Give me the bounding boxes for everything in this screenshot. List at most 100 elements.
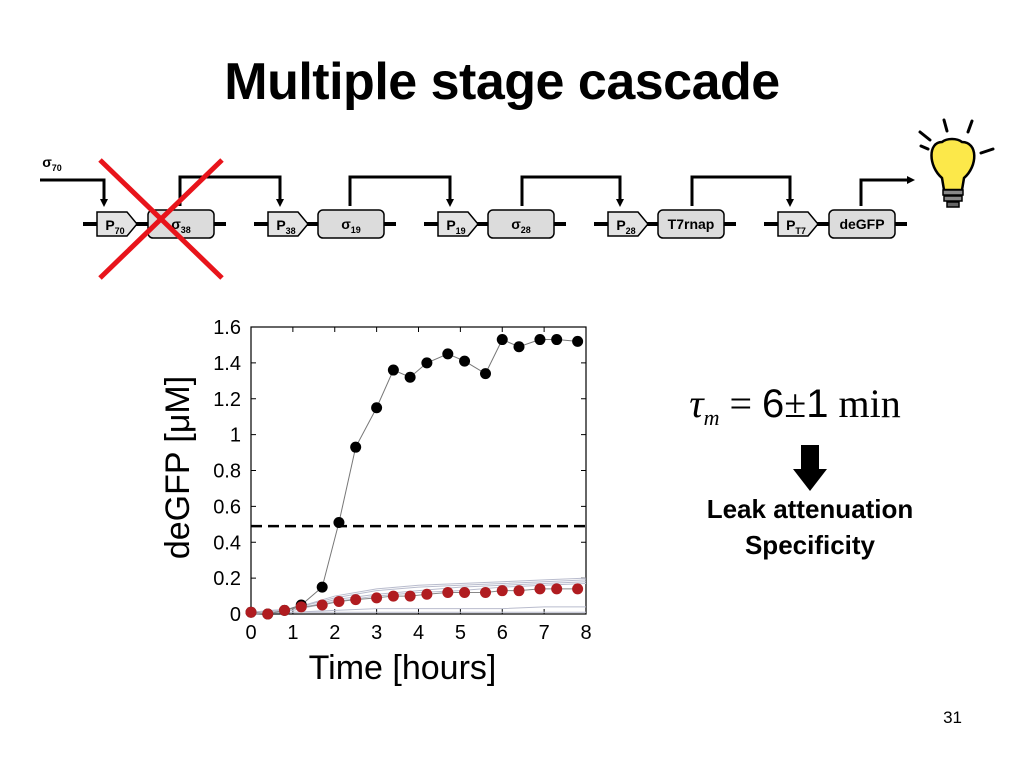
y-tick-label: 0 bbox=[230, 604, 241, 626]
data-point bbox=[404, 371, 416, 383]
data-point bbox=[551, 583, 563, 595]
output-arrow bbox=[859, 176, 915, 206]
x-tick-label: 1 bbox=[287, 622, 298, 644]
promoter-label: P38 bbox=[276, 217, 295, 236]
y-tick-label: 1.6 bbox=[213, 317, 241, 339]
data-point bbox=[245, 606, 257, 618]
x-tick-label: 3 bbox=[371, 622, 382, 644]
specificity-label: Specificity bbox=[744, 530, 876, 560]
activation-arrow bbox=[348, 175, 454, 207]
data-point bbox=[295, 601, 307, 613]
gene-label: σ38 bbox=[171, 216, 191, 235]
data-point bbox=[459, 355, 471, 367]
promoter-label: P28 bbox=[616, 217, 635, 236]
promoter-label: P19 bbox=[446, 217, 465, 236]
background-trace-line bbox=[250, 577, 587, 613]
background-trace-line bbox=[250, 611, 586, 615]
data-point bbox=[262, 608, 274, 620]
data-point bbox=[316, 581, 328, 593]
data-point bbox=[333, 517, 345, 529]
background-trace-line bbox=[250, 579, 587, 613]
background-trace-line bbox=[250, 606, 586, 615]
tau-symbol: τ bbox=[689, 381, 704, 426]
data-point bbox=[371, 592, 383, 604]
bulb-base bbox=[942, 189, 964, 196]
y-tick-label: 1.4 bbox=[213, 353, 241, 375]
input-arrow bbox=[40, 178, 108, 207]
gene-label: σ19 bbox=[341, 216, 361, 235]
lightbulb-icon bbox=[918, 118, 995, 208]
x-tick-label: 2 bbox=[329, 622, 340, 644]
y-tick-label: 0.6 bbox=[213, 496, 241, 518]
time-constant-error: 1 bbox=[806, 382, 829, 426]
time-constant-equation: τm = 6±1 min bbox=[620, 380, 970, 431]
bulb-base bbox=[943, 195, 963, 202]
input-sigma-label: σ70 bbox=[42, 154, 62, 173]
data-point bbox=[572, 335, 584, 347]
gene-label: deGFP bbox=[839, 216, 884, 232]
activation-arrow bbox=[520, 175, 624, 207]
data-point bbox=[387, 364, 399, 376]
plus-minus-sign: ± bbox=[784, 381, 807, 426]
leak-attenuation-label: Leak attenuation bbox=[706, 494, 914, 524]
down-arrow-icon bbox=[793, 445, 827, 491]
promoter-part bbox=[96, 211, 138, 237]
data-point bbox=[316, 599, 328, 611]
light-ray bbox=[918, 130, 932, 142]
x-axis-label: Time [hours] bbox=[309, 649, 497, 687]
time-unit: min bbox=[838, 381, 901, 426]
gene-part bbox=[487, 209, 555, 239]
data-point bbox=[513, 585, 525, 597]
y-tick-label: 1.2 bbox=[213, 389, 241, 411]
promoter-part bbox=[437, 211, 479, 237]
gene-part bbox=[657, 209, 725, 239]
data-point bbox=[279, 604, 290, 616]
y-tick-label: 0.4 bbox=[213, 532, 241, 554]
gene-label: σ28 bbox=[511, 216, 531, 235]
data-point bbox=[350, 441, 362, 453]
data-point bbox=[572, 583, 584, 595]
tau-subscript: m bbox=[703, 405, 720, 430]
cascade-circuit-diagram: P70 σ38 P38 σ19 P19 σ28 P28 T7rnap PT7 deGFP σ70 bbox=[40, 118, 995, 280]
data-point bbox=[333, 595, 345, 607]
bulb-glass bbox=[930, 137, 976, 192]
data-point bbox=[480, 586, 491, 598]
promoter-part bbox=[267, 211, 309, 237]
x-tick-label: 8 bbox=[580, 622, 591, 644]
data-point bbox=[421, 588, 433, 600]
x-tick-label: 4 bbox=[413, 622, 424, 644]
data-point bbox=[459, 586, 471, 598]
data-point bbox=[513, 341, 525, 353]
promoter-label: PT7 bbox=[786, 217, 806, 236]
promoter-part bbox=[607, 211, 649, 237]
promoter-part bbox=[777, 211, 819, 237]
activation-arrow bbox=[178, 175, 284, 207]
data-point bbox=[496, 334, 508, 346]
data-point bbox=[350, 594, 362, 606]
data-point bbox=[496, 585, 508, 597]
red-cross-line bbox=[98, 158, 224, 280]
x-tick-label: 5 bbox=[455, 622, 466, 644]
light-ray bbox=[919, 144, 930, 151]
y-axis-label: deGFP [μM] bbox=[159, 376, 197, 559]
data-point bbox=[387, 590, 399, 602]
data-point bbox=[551, 334, 563, 346]
light-ray bbox=[979, 147, 995, 155]
background-trace-line bbox=[250, 583, 587, 615]
data-point bbox=[442, 586, 454, 598]
annotation-panel: τm = 6±1 min Leak attenuation Specificit… bbox=[650, 380, 970, 563]
y-tick-label: 0.2 bbox=[213, 568, 241, 590]
y-tick-label: 0.8 bbox=[213, 461, 241, 483]
slide-title: Multiple stage cascade bbox=[224, 53, 780, 111]
x-tick-label: 7 bbox=[539, 622, 550, 644]
light-ray bbox=[942, 118, 949, 133]
data-point bbox=[371, 402, 383, 414]
slide-number: 31 bbox=[943, 708, 962, 727]
gene-label: T7rnap bbox=[668, 216, 715, 232]
data-point bbox=[534, 583, 546, 595]
y-tick-label: 1 bbox=[230, 425, 241, 447]
promoter-label: P70 bbox=[105, 217, 124, 236]
x-tick-label: 0 bbox=[245, 622, 256, 644]
x-tick-label: 6 bbox=[497, 622, 508, 644]
gene-part bbox=[828, 209, 896, 239]
